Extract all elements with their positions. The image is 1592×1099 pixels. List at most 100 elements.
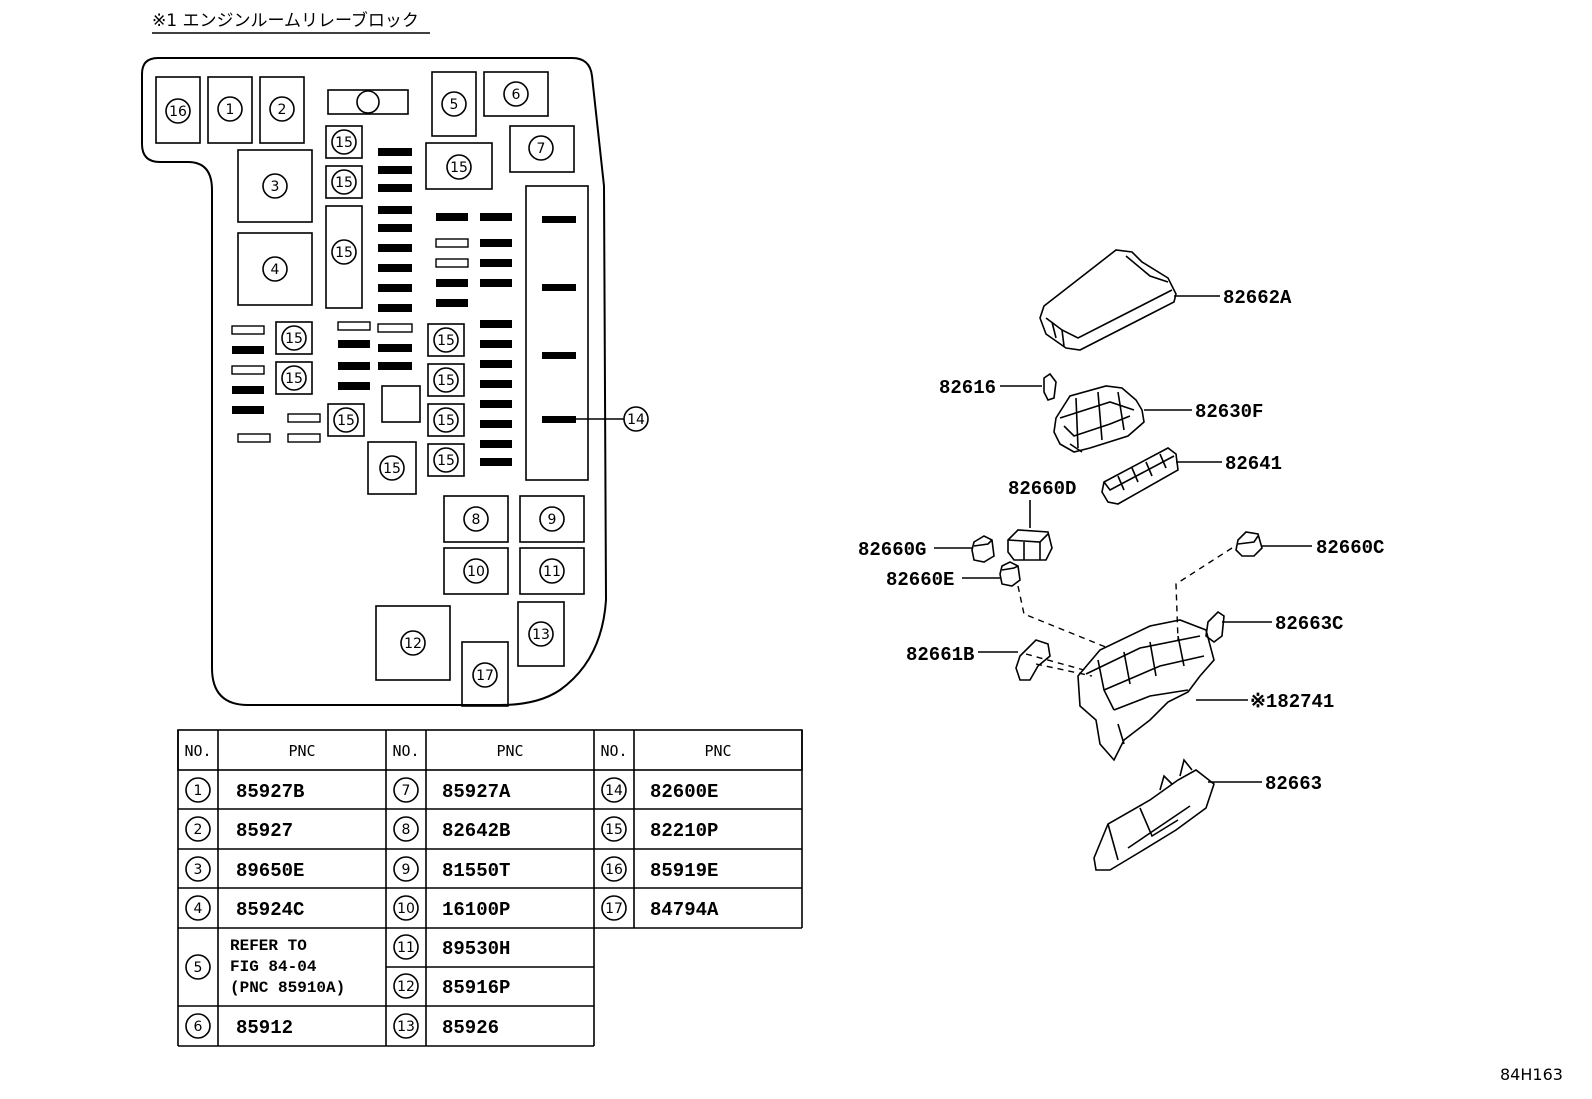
svg-text:REFER TO: REFER TO <box>230 937 307 955</box>
svg-text:5: 5 <box>450 97 459 113</box>
diagram-title: ※1 エンジンルームリレーブロック <box>152 10 419 31</box>
relay-82660D <box>1007 529 1053 561</box>
table-row: 4 85924C <box>185 895 304 921</box>
col1-pnc-header: PNC <box>288 742 315 760</box>
svg-text:4: 4 <box>271 262 280 278</box>
svg-text:17: 17 <box>476 668 494 684</box>
col2-no-header: NO. <box>392 742 419 760</box>
relay-82660C <box>1235 531 1263 557</box>
part-label-82661B: 82661B <box>906 644 974 666</box>
svg-text:17: 17 <box>605 901 623 917</box>
relay-2-box <box>259 76 305 144</box>
table-row: 1 85927B <box>185 777 304 803</box>
table-row: 5 REFER TO FIG 84-04 (PNC 85910A) <box>185 937 345 997</box>
part-label-82641: 82641 <box>1225 453 1282 475</box>
svg-text:6: 6 <box>512 87 521 103</box>
svg-text:15: 15 <box>437 413 455 429</box>
col1-no-header: NO. <box>184 742 211 760</box>
svg-text:5: 5 <box>194 960 203 976</box>
svg-text:15: 15 <box>337 413 355 429</box>
relay-1-box <box>207 76 253 144</box>
table-row: 15 82210P <box>601 816 718 842</box>
svg-text:16: 16 <box>605 862 623 878</box>
part-7-box <box>509 125 575 173</box>
block-82741 <box>1077 619 1215 762</box>
part-17-box <box>461 641 509 707</box>
part-10-box <box>443 547 509 595</box>
fuse-15-group: 15 15 15 15 15 15 15 15 15 15 15 15 <box>275 125 493 495</box>
table-row: 6 85912 <box>185 1013 293 1039</box>
callout-17: 17 <box>472 662 498 688</box>
relay-82660G <box>971 535 995 563</box>
relay-block-outline <box>141 57 608 706</box>
svg-text:15: 15 <box>437 333 455 349</box>
table-row: 2 85927 <box>185 816 293 842</box>
svg-text:15: 15 <box>335 245 353 261</box>
table-row: 16 85919E <box>601 856 718 882</box>
svg-text:7: 7 <box>402 783 411 799</box>
svg-text:FIG 84-04: FIG 84-04 <box>230 958 317 976</box>
part-label-82663C: 82663C <box>1275 613 1343 635</box>
part-3-box <box>237 149 313 223</box>
table-row: 9 81550T <box>393 856 510 882</box>
assembly-lines <box>1017 547 1233 677</box>
part-14-links <box>542 216 576 423</box>
callout-9: 9 <box>539 506 565 532</box>
callout-5: 5 <box>441 91 467 117</box>
svg-text:15: 15 <box>285 331 303 347</box>
table-row: 12 85916P <box>393 973 510 999</box>
svg-text:13: 13 <box>397 1019 415 1035</box>
callout-1: 1 <box>217 96 243 122</box>
part-label-82660D: 82660D <box>1008 478 1076 500</box>
part-9-box <box>519 495 585 543</box>
svg-text:82600E: 82600E <box>650 781 718 803</box>
svg-text:4: 4 <box>194 901 203 917</box>
svg-text:11: 11 <box>397 940 415 956</box>
callout-16: 16 <box>165 98 191 124</box>
part-14-box <box>525 185 589 481</box>
callout-2: 2 <box>269 96 295 122</box>
part-label-82630F: 82630F <box>1195 401 1263 423</box>
part-12-box <box>375 605 451 681</box>
callout-10: 10 <box>463 558 489 584</box>
callout-13: 13 <box>528 621 554 647</box>
svg-text:8: 8 <box>402 822 411 838</box>
table-row: 17 84794A <box>601 895 719 921</box>
top-connector <box>327 89 409 115</box>
svg-text:15: 15 <box>383 461 401 477</box>
callout-7: 7 <box>528 135 554 161</box>
table-row: 8 82642B <box>393 816 510 842</box>
svg-text:(PNC 85910A): (PNC 85910A) <box>230 979 345 997</box>
table-row: 13 85926 <box>393 1013 499 1039</box>
svg-text:84794A: 84794A <box>650 899 719 921</box>
part-11-box <box>519 547 585 595</box>
table-row: 7 85927A <box>393 777 511 803</box>
svg-text:81550T: 81550T <box>442 860 510 882</box>
col3-no-header: NO. <box>600 742 627 760</box>
svg-text:82210P: 82210P <box>650 820 718 842</box>
svg-text:14: 14 <box>605 783 623 799</box>
part-label-82741: ※182741 <box>1250 691 1334 713</box>
callout-11: 11 <box>539 558 565 584</box>
table-row: 14 82600E <box>601 777 718 803</box>
svg-text:15: 15 <box>437 453 455 469</box>
clip-82663C <box>1205 610 1225 643</box>
table-row: 11 89530H <box>393 934 510 960</box>
svg-text:10: 10 <box>467 564 485 580</box>
svg-text:85924C: 85924C <box>236 899 304 921</box>
svg-text:89530H: 89530H <box>442 938 510 960</box>
svg-text:12: 12 <box>397 979 415 995</box>
holder-82630F <box>1053 385 1145 453</box>
svg-text:15: 15 <box>335 175 353 191</box>
top-connector-hole <box>356 90 380 114</box>
callout-4: 4 <box>262 256 288 282</box>
figure-code: 84H163 <box>1500 1065 1563 1084</box>
callout-6: 6 <box>503 81 529 107</box>
callout-8: 8 <box>463 506 489 532</box>
part-label-82663: 82663 <box>1265 773 1322 795</box>
link-82641 <box>1101 447 1179 505</box>
callout-12: 12 <box>400 630 426 656</box>
svg-text:8: 8 <box>472 512 481 528</box>
svg-text:82642B: 82642B <box>442 820 510 842</box>
